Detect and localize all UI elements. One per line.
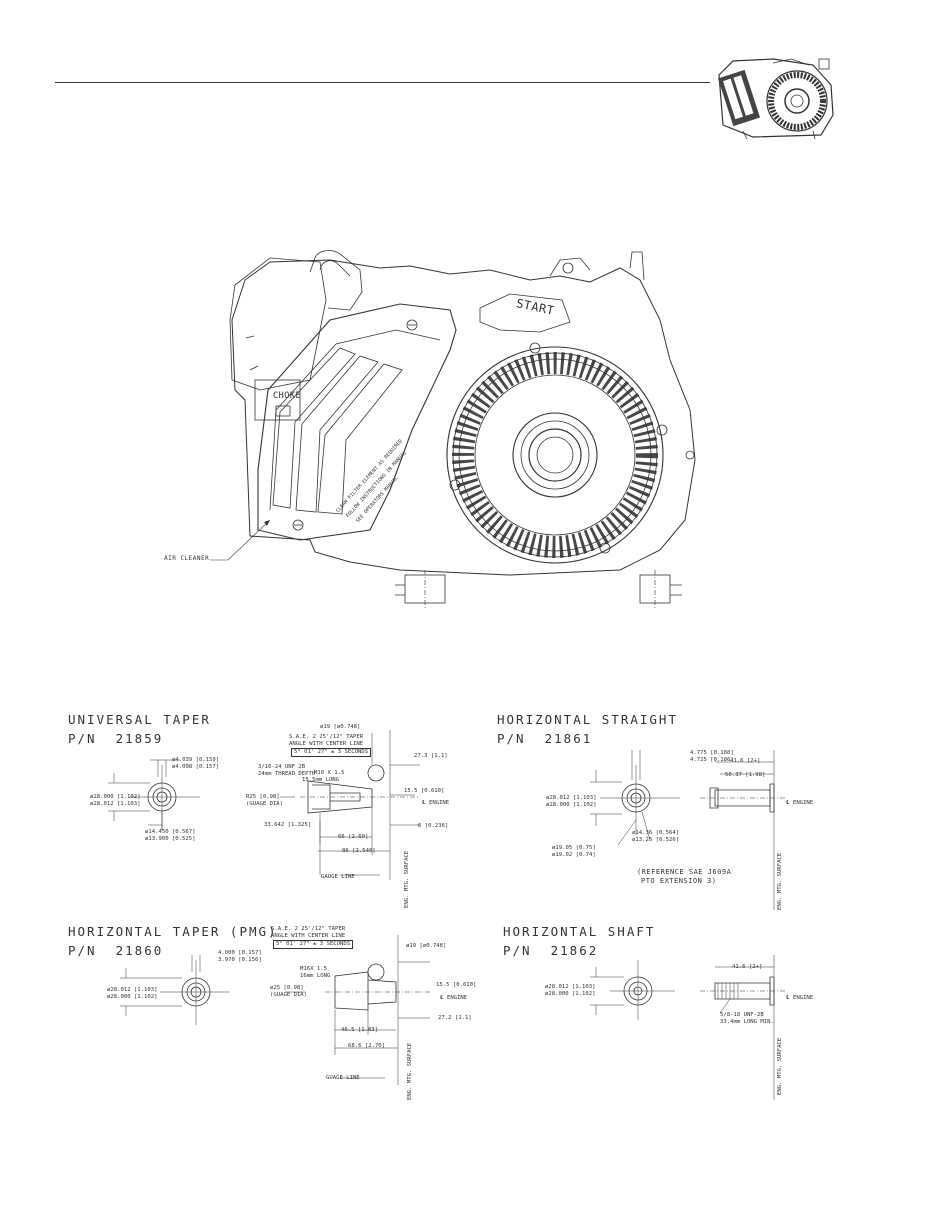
hsh-engine: ℄ ENGINE: [786, 995, 814, 1001]
ht-k2: 3.970 [0.156]: [218, 957, 262, 963]
ht-gauge2: (GUAGE DIA): [270, 992, 308, 998]
universal-taper-title: UNIVERSAL TAPER: [68, 712, 211, 727]
ht-d2: ø28.000 [1.102]: [107, 994, 158, 1000]
hsh-t2: 33.4mm LONG MIN.: [720, 1019, 774, 1025]
ut-taper1: S.A.E. 2 25'/12" TAPER: [289, 734, 364, 740]
ut-od1: ø14.450 [0.567]: [145, 829, 196, 835]
engine-thumbnail-image: [717, 58, 834, 140]
ht-m16b: 16mm LONG: [300, 973, 331, 979]
ut-r2: 15.5 [0.610]: [404, 788, 445, 794]
ht-r2: 27.2 [1.1]: [438, 1015, 472, 1021]
ht-taper2: ANGLE WITH CENTER LINE: [271, 933, 346, 939]
ut-m10a: M10 X 1.5: [314, 770, 345, 776]
horizontal-taper-title: HORIZONTAL TAPER (PMG): [68, 924, 278, 939]
ut-gauge-line: GAUGE LINE: [321, 874, 355, 880]
hs-b2: ø13.25 [0.526]: [632, 837, 680, 843]
ut-l3: 86 [2.540]: [342, 848, 376, 854]
ut-key2: ø4.008 [0.157]: [172, 764, 220, 770]
ht-tip: ø19 [ø0.748]: [406, 943, 447, 949]
header-rule: [55, 82, 710, 83]
hs-ref1: (REFERENCE SAE J609A: [637, 868, 732, 876]
hsh-d2: ø28.000 [1.102]: [545, 991, 596, 997]
ut-r3: 6 [0.236]: [418, 823, 449, 829]
ht-gauge-line: GUAGE LINE: [326, 1075, 360, 1081]
ht-engine: ℄ ENGINE: [440, 995, 468, 1001]
ht-taper1: S.A.E. 2 25'/12" TAPER: [271, 926, 346, 932]
hsh-t1: 5/8-18 UNF-2B: [720, 1012, 764, 1018]
horizontal-straight-drawing: [590, 750, 785, 910]
hs-d1: ø28.012 [1.103]: [546, 795, 597, 801]
ut-l2: 66 [2.60]: [338, 834, 369, 840]
ut-gauge1: R25 [0.98]: [246, 794, 280, 800]
ut-tip: ø19 [ø0.748]: [320, 724, 361, 730]
universal-taper-drawing: [108, 730, 420, 880]
ut-thread2: 24mm THREAD DEPTH: [258, 771, 316, 777]
hs-len: 41.6 [2+]: [730, 758, 761, 764]
horizontal-shaft-title: HORIZONTAL SHAFT: [503, 924, 656, 939]
horizontal-straight-pn: P/N 21861: [497, 731, 593, 746]
hs-engine: ℄ ENGINE: [786, 800, 814, 806]
hsh-mtg: ENG. MTG. SURFACE: [777, 1037, 783, 1095]
hsh-len: 41.6 [2+]: [732, 964, 763, 970]
ut-thread1: 3/16-24 UNF 2B: [258, 764, 306, 770]
ut-taper3: 5° 01' 27" ± 3 SECONDS: [291, 748, 372, 757]
hs-keylen: 50.37 [1.98]: [725, 772, 766, 778]
ut-dia2: ø28.012 [1.103]: [90, 801, 141, 807]
universal-taper-pn: P/N 21859: [68, 731, 164, 746]
hs-mtg: ENG. MTG. SURFACE: [777, 852, 783, 910]
ht-r1: 15.5 [0.610]: [436, 982, 477, 988]
ht-k1: 4.000 [0.157]: [218, 950, 262, 956]
ht-l2: 68.6 [2.70]: [348, 1043, 386, 1049]
ut-mtg: ENG. MTG. SURFACE: [404, 850, 410, 908]
horizontal-shaft-pn: P/N 21862: [503, 943, 599, 958]
hsh-d1: ø28.012 [1.103]: [545, 984, 596, 990]
ht-mtg: ENG. MTG. SURFACE: [407, 1042, 413, 1100]
ut-key1: ø4.039 [0.159]: [172, 757, 220, 763]
ut-dia1: ø28.000 [1.102]: [90, 794, 141, 800]
hs-b1: ø14.36 [0.564]: [632, 830, 680, 836]
horizontal-straight-title: HORIZONTAL STRAIGHT: [497, 712, 678, 727]
ut-m10b: 15.5mm LONG: [302, 777, 340, 783]
horizontal-shaft-drawing: [590, 955, 785, 1100]
engine-drawing: [210, 250, 696, 610]
ht-gauge1: ø25 [0.98]: [270, 985, 304, 991]
hs-ref2: PTO EXTENSION 3): [641, 877, 717, 885]
horizontal-taper-drawing: [120, 935, 430, 1085]
ht-m16a: M16X 1.5: [300, 966, 327, 972]
ht-d1: ø28.012 [1.103]: [107, 987, 158, 993]
hs-d2: ø28.000 [1.102]: [546, 802, 597, 808]
ut-r1: 27.3 [1.1]: [414, 753, 448, 759]
hs-c2: ø19.02 [0.74]: [552, 852, 596, 858]
ut-gauge2: (GUAGE DIA): [246, 801, 284, 807]
ht-l1: 46.5 [1.83]: [341, 1027, 379, 1033]
air-cleaner-label: AIR CLEANER: [164, 555, 210, 562]
ut-engine: ℄ ENGINE: [422, 800, 450, 806]
ut-l1: 33.642 [1.325]: [264, 822, 312, 828]
ht-taper3: 5° 01' 27" ± 3 SECONDS: [273, 940, 354, 949]
horizontal-taper-pn: P/N 21860: [68, 943, 164, 958]
ut-od2: ø13.900 [0.525]: [145, 836, 196, 842]
hs-k2: 4.725 [0.186]: [690, 757, 734, 763]
ut-taper2: ANGLE WITH CENTER LINE: [289, 741, 364, 747]
hs-c1: ø19.05 [0.75]: [552, 845, 596, 851]
hs-k1: 4.775 [0.188]: [690, 750, 734, 756]
choke-label: CHOKE: [273, 391, 302, 401]
